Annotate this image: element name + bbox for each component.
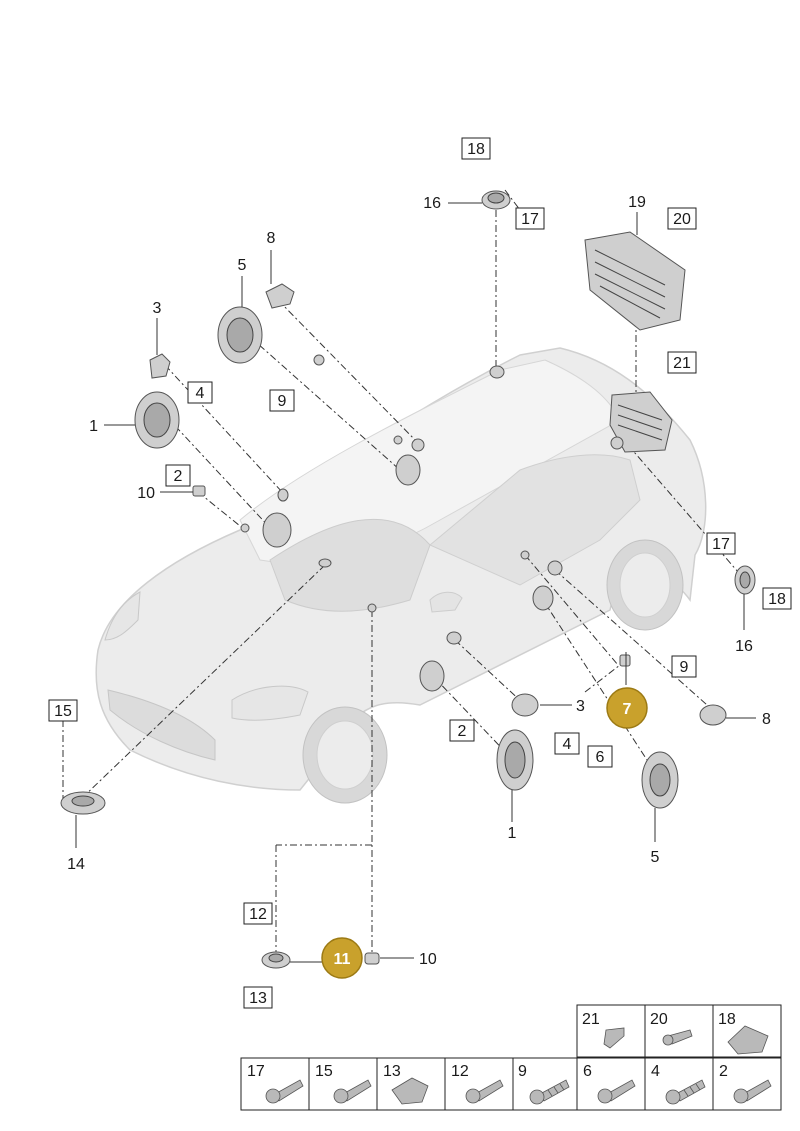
badge-7-label: 7 [623,701,632,718]
speaker-right-16 [734,565,756,595]
box-17-top: 17 [521,211,539,228]
label-16-right: 16 [735,638,753,655]
box-2-left: 2 [174,468,183,485]
box-6: 6 [596,749,605,766]
label-1-mid: 1 [508,825,517,842]
label-8-top: 8 [267,230,276,247]
parts [60,190,756,969]
table-cell-2: 2 [719,1063,728,1080]
boxed-labels: 18 17 20 21 4 9 2 17 18 9 2 4 6 15 12 13 [48,137,792,1009]
table-cell-6: 6 [583,1063,592,1080]
speaker-mid-1 [496,729,534,791]
screw-15-icon [333,1079,372,1104]
table-cell-17: 17 [247,1063,265,1080]
table-cell-9: 9 [518,1063,527,1080]
solid-leader-lines [75,202,756,963]
screw-4-icon [665,1079,706,1105]
tweeter-top-3 [149,353,171,379]
box-21: 21 [673,355,691,372]
fastener-20-icon [662,1029,693,1046]
table-cell-15: 15 [315,1063,333,1080]
label-14: 14 [67,856,85,873]
speaker-right-5 [641,751,679,809]
label-5-right: 5 [651,849,660,866]
highlight-badges: 7 11 [321,687,648,979]
clip-bottom-10 [364,952,380,965]
label-10-left: 10 [137,485,155,502]
speaker-bottom-12-13 [261,951,291,969]
speaker-left-1 [134,391,180,449]
roof-speaker-top [481,190,511,210]
tweeter-top-8 [265,283,295,309]
speaker-top-5 [217,306,263,364]
label-3-mid: 3 [576,698,585,715]
label-3-top: 3 [153,300,162,317]
in-car-speaker-positions [240,354,624,692]
box-20: 20 [673,211,691,228]
label-19: 19 [628,194,646,211]
box-18-top: 18 [467,141,485,158]
box-4-top: 4 [196,385,205,402]
fastener-18-clip-icon [727,1025,769,1055]
label-1-left: 1 [89,418,98,435]
box-9-top: 9 [278,393,287,410]
fastener-table: 21 20 18 17 15 13 12 9 6 4 2 [240,1004,782,1111]
screw-17-icon [265,1079,304,1104]
label-8-right: 8 [762,711,771,728]
box-13: 13 [249,990,267,1007]
badge-11[interactable]: 11 [321,937,363,979]
box-2-mid: 2 [458,723,467,740]
box-9-right: 9 [680,659,689,676]
fastener-21-icon [603,1027,625,1049]
speaker-14 [60,791,106,815]
tweeter-mid-3 [511,693,539,717]
table-cell-12: 12 [451,1063,469,1080]
box-12: 12 [249,906,267,923]
table-cell-4: 4 [651,1063,660,1080]
car-illustration [95,347,707,804]
amplifier-unit [584,231,686,331]
table-cell-18-top: 18 [718,1011,736,1028]
box-18-right: 18 [768,591,786,608]
box-4-mid: 4 [563,736,572,753]
screw-2-icon [733,1079,772,1104]
table-cell-20: 20 [650,1011,668,1028]
badge-11-label: 11 [334,951,351,968]
screw-6-icon [597,1079,636,1104]
box-17-right: 17 [712,536,730,553]
label-5-top: 5 [238,257,247,274]
table-cell-13: 13 [383,1063,401,1080]
box-15: 15 [54,703,72,720]
label-16-top: 16 [423,195,441,212]
dashed-leader-lines [62,189,746,958]
badge-7[interactable]: 7 [606,687,648,729]
table-cell-21: 21 [582,1011,600,1028]
screw-9-icon [529,1079,570,1105]
clip-7 [619,654,631,667]
tweeter-right-8 [699,704,727,726]
clip-left-10 [192,485,206,497]
screw-12-icon [465,1079,504,1104]
clip-13-icon [391,1077,429,1105]
amplifier-mount [609,391,673,453]
label-10-bottom: 10 [419,951,437,968]
plain-labels: 16 19 8 5 3 1 10 16 8 3 1 5 14 10 [67,194,771,968]
